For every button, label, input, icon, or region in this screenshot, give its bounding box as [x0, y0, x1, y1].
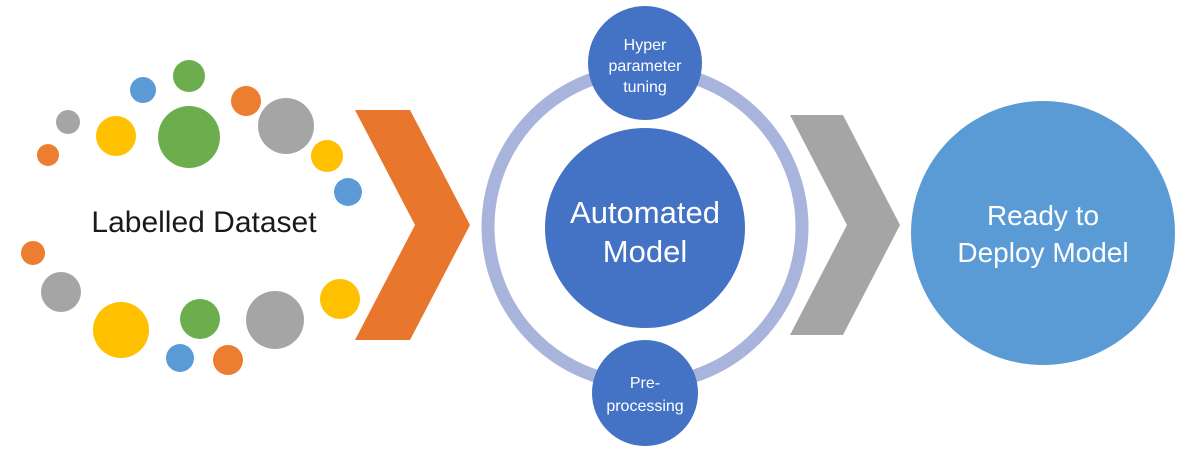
hyperparameter-tuning-label-line-2: parameter — [609, 58, 683, 75]
dataset-dot — [37, 144, 59, 166]
pre-processing-label-line-1: Pre- — [630, 375, 660, 392]
dataset-dot — [173, 60, 205, 92]
automated-model-stage[interactable]: Hyper parameter tuning Pre- processing A… — [481, 6, 809, 446]
pre-processing-node[interactable]: Pre- processing — [592, 340, 698, 446]
ready-to-deploy-label-line-1: Ready to — [987, 200, 1099, 231]
hyperparameter-tuning-label-line-1: Hyper — [624, 37, 667, 54]
dataset-dot — [41, 272, 81, 312]
chevron-gray-icon — [790, 115, 900, 335]
dataset-dot — [180, 299, 220, 339]
ready-to-deploy-model-stage[interactable]: Ready to Deploy Model — [911, 101, 1175, 365]
dataset-dot — [311, 140, 343, 172]
arrow-model-to-deploy[interactable] — [790, 115, 900, 335]
dataset-dot — [96, 116, 136, 156]
dataset-dot — [246, 291, 304, 349]
automated-model-label-line-1: Automated — [570, 195, 720, 230]
dataset-dot — [158, 106, 220, 168]
dataset-dot — [320, 279, 360, 319]
chevron-orange-icon — [355, 110, 470, 340]
hyperparameter-tuning-node[interactable]: Hyper parameter tuning — [588, 6, 702, 120]
dataset-dot — [213, 345, 243, 375]
hyperparameter-tuning-label-line-3: tuning — [623, 79, 667, 96]
ready-to-deploy-label-line-2: Deploy Model — [957, 237, 1128, 268]
dataset-dot — [56, 110, 80, 134]
automated-model-label-line-2: Model — [603, 234, 687, 269]
dataset-dot — [334, 178, 362, 206]
arrow-dataset-to-model[interactable] — [355, 110, 470, 340]
dataset-dot — [231, 86, 261, 116]
labelled-dataset-label: Labelled Dataset — [91, 206, 317, 239]
dataset-dot — [21, 241, 45, 265]
dataset-dot-cluster — [21, 60, 362, 375]
pre-processing-label-line-2: processing — [606, 398, 683, 415]
dataset-dot — [93, 302, 149, 358]
labelled-dataset-stage[interactable]: Labelled Dataset — [21, 60, 362, 375]
hyperparameter-tuning-circle — [588, 6, 702, 120]
ready-to-deploy-model-circle — [911, 101, 1175, 365]
dataset-dot — [258, 98, 314, 154]
automated-model-circle — [545, 128, 745, 328]
dataset-dot — [130, 77, 156, 103]
pre-processing-circle — [592, 340, 698, 446]
dataset-dot — [166, 344, 194, 372]
